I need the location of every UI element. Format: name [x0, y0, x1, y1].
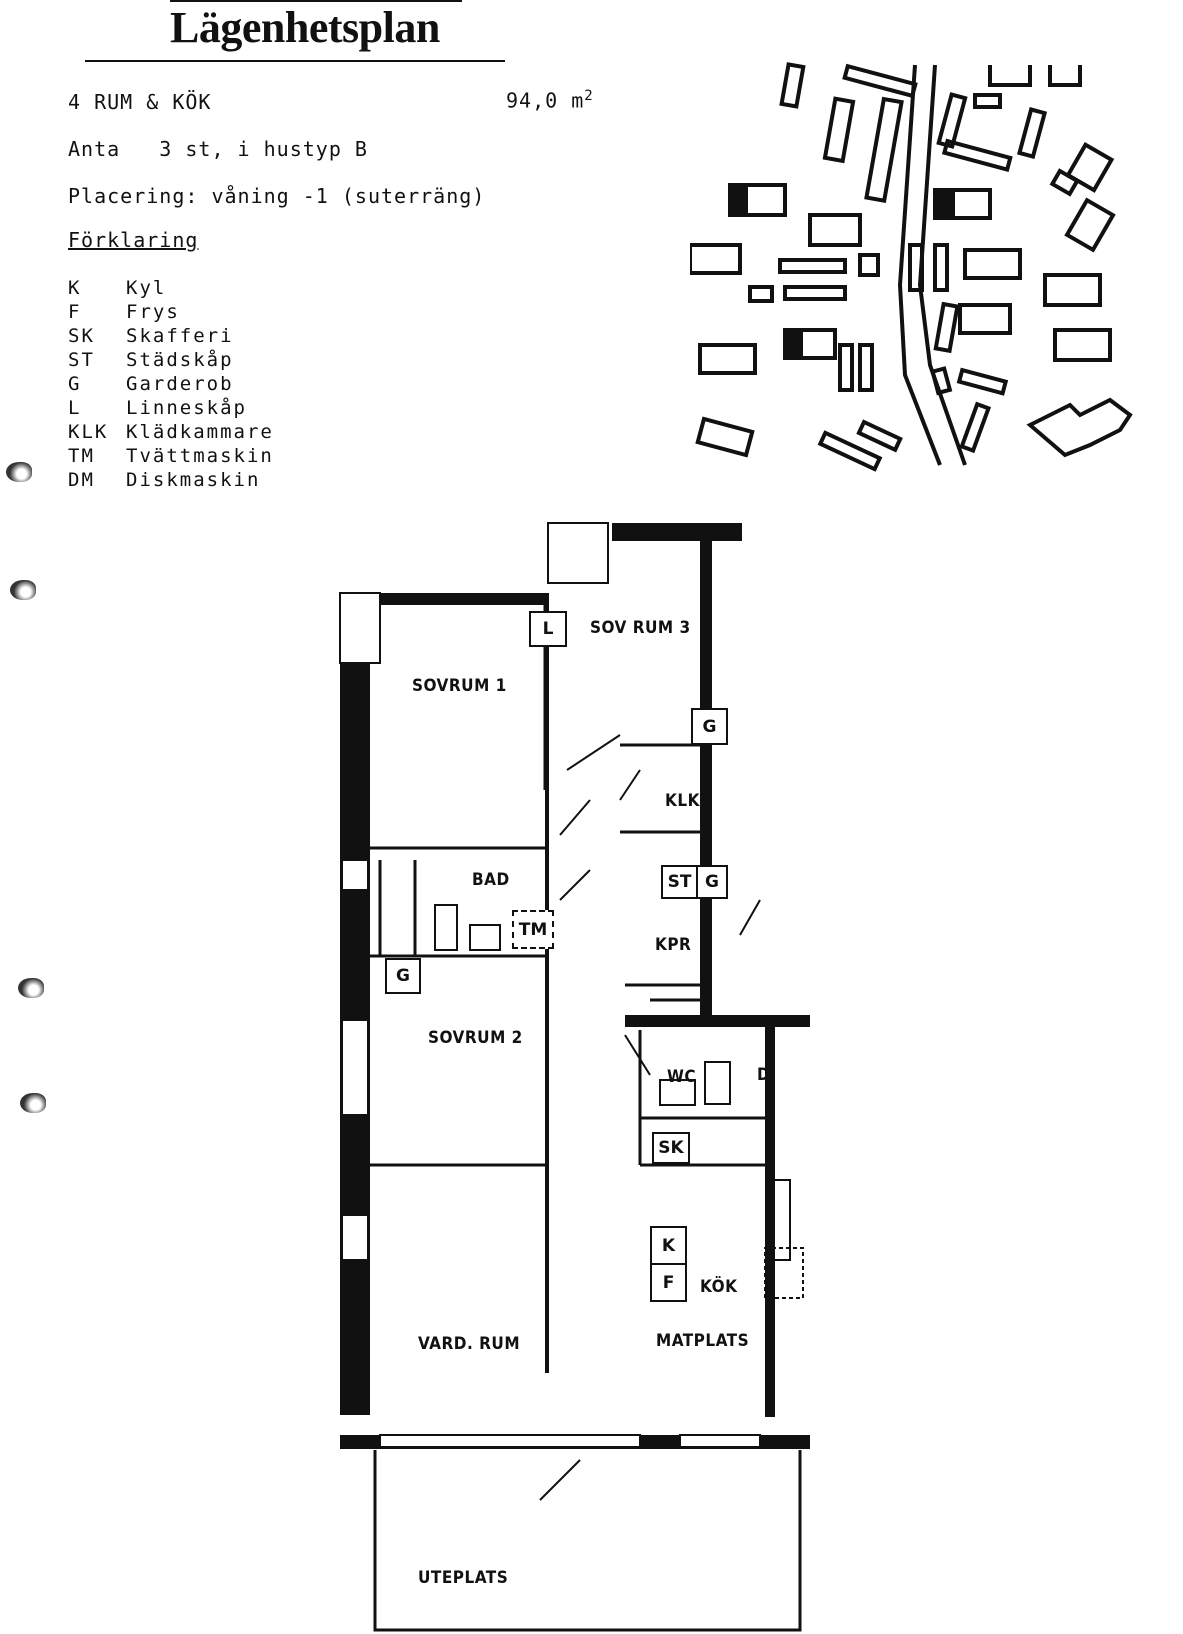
- legend-key: KLK: [68, 421, 109, 443]
- legend-key: L: [68, 397, 82, 419]
- room-kok: KÖK: [700, 1277, 738, 1297]
- binder-hole: [6, 462, 32, 482]
- fixture-garderob: G: [385, 958, 421, 994]
- room-bad: BAD: [472, 870, 510, 890]
- legend-label: Garderob: [126, 373, 234, 395]
- legend-label: Tvättmaskin: [126, 445, 274, 467]
- windows: [339, 522, 761, 1448]
- legend-item: ST Städskåp: [68, 349, 234, 371]
- binder-hole: [20, 1093, 46, 1113]
- room-klk: KLK: [665, 791, 700, 811]
- area-unit-superscript: 2: [584, 88, 594, 104]
- legend-item: KLK Klädkammare: [68, 421, 274, 443]
- site-map: [690, 62, 1133, 472]
- legend-item: L Linneskåp: [68, 397, 247, 419]
- title-bottom-rule: [85, 60, 505, 62]
- fixtures-drawings: [434, 734, 804, 1501]
- legend-label: Diskmaskin: [126, 469, 261, 491]
- fixture-stadskap: ST: [661, 865, 698, 899]
- binder-hole: [10, 580, 36, 600]
- count-line: Anta 3 st, i hustyp B: [68, 137, 368, 161]
- room-vardrum: VARD. RUM: [418, 1334, 521, 1354]
- legend-item: TM Tvättmaskin: [68, 445, 274, 467]
- page-title: Lägenhetsplan: [170, 3, 440, 52]
- fixture-linneskap: L: [529, 611, 567, 647]
- fixture-garderob: G: [696, 865, 728, 899]
- legend-key: DM: [68, 469, 95, 491]
- fixture-tvattmaskin: TM: [512, 910, 554, 949]
- legend-label: Linneskåp: [126, 397, 247, 419]
- room-wc: WC: [667, 1067, 697, 1087]
- legend-key: SK: [68, 325, 95, 347]
- legend-label: Kyl: [126, 277, 167, 299]
- room-d: D: [757, 1065, 771, 1085]
- legend-label: Klädkammare: [126, 421, 274, 443]
- legend-item: F Frys: [68, 301, 180, 323]
- room-sovrum-1: SOVRUM 1: [412, 676, 507, 696]
- legend-key: G: [68, 373, 82, 395]
- legend-label: Städskåp: [126, 349, 234, 371]
- road-edge: [917, 64, 967, 466]
- interior-walls: [370, 600, 802, 1632]
- legend-label: Skafferi: [126, 325, 234, 347]
- fixture-garderob: G: [691, 708, 728, 745]
- room-matplats: MATPLATS: [656, 1331, 750, 1351]
- legend-key: ST: [68, 349, 95, 371]
- area-value: 94,0 m: [506, 88, 585, 113]
- legend-item: DM Diskmaskin: [68, 469, 260, 491]
- placement-line: Placering: våning -1 (suterräng): [68, 184, 486, 208]
- room-kpr: KPR: [655, 935, 692, 955]
- title-top-rule: [170, 0, 462, 2]
- fixture-kyl: K: [650, 1226, 687, 1265]
- fixture-skafferi: SK: [652, 1132, 690, 1164]
- apartment-type: 4 RUM & KÖK: [68, 90, 212, 114]
- room-sovrum-3: SOV RUM 3: [590, 618, 691, 638]
- legend-label: Frys: [126, 301, 180, 323]
- legend-key: K: [68, 277, 82, 299]
- road-edge: [897, 64, 942, 466]
- legend-key: F: [68, 301, 82, 323]
- legend-item: K Kyl: [68, 277, 166, 299]
- legend-item: G Garderob: [68, 373, 234, 395]
- fixture-frys: F: [650, 1263, 687, 1302]
- apartment-area: 94,0 m2: [506, 88, 594, 113]
- legend-key: TM: [68, 445, 95, 467]
- room-uteplats: UTEPLATS: [418, 1568, 509, 1588]
- room-sovrum-2: SOVRUM 2: [428, 1028, 523, 1048]
- legend-item: SK Skafferi: [68, 325, 234, 347]
- legend-title: Förklaring: [68, 228, 199, 252]
- binder-hole: [18, 978, 44, 998]
